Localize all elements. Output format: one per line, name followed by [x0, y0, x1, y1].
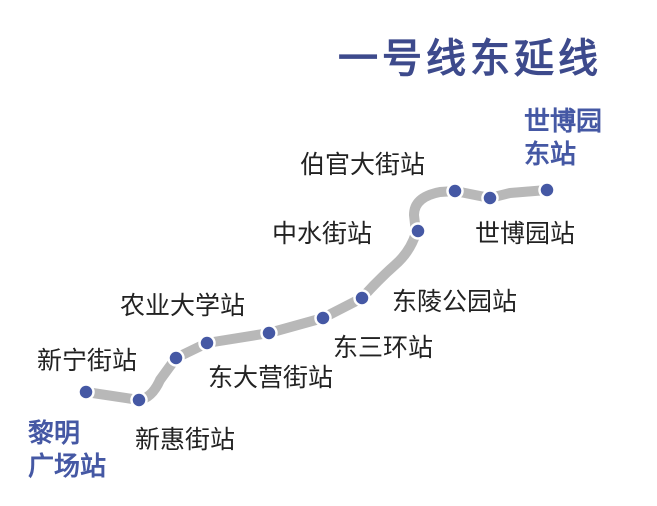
station-label-shiboyuan: 世博园站 [475, 219, 576, 248]
station-label-zhongshui-jie: 中水街站 [272, 219, 373, 248]
station-dot-xinhui-jie [130, 391, 148, 409]
station-dot-shiboyuan [481, 189, 499, 207]
terminal-east-line1: 世博园 [524, 107, 603, 137]
station-label-xinning-jie: 新宁街站 [37, 346, 138, 375]
station-label-boguan-dajie: 伯官大街站 [300, 150, 426, 179]
station-dot-dongling-gongyuan [353, 289, 371, 307]
station-dot-boguan-dajie [446, 182, 464, 200]
station-dot-zhongshui-jie [409, 222, 427, 240]
station-dot-shiboyuan-dong [538, 181, 556, 199]
station-label-dongling-gongyuan: 东陵公园站 [392, 287, 518, 316]
station-label-dongsanhuan: 东三环站 [333, 333, 434, 362]
terminal-east-label: 世博园 东站 [524, 106, 602, 171]
station-label-nongye-daxue: 农业大学站 [120, 291, 246, 320]
metro-line-track [81, 185, 552, 405]
station-label-dongdaying-jie: 东大营街站 [208, 363, 334, 392]
terminal-west-line2: 广场站 [28, 451, 107, 482]
station-dot-liming-guangchang [77, 383, 95, 401]
map-title: 一号线东延线 [338, 36, 602, 82]
station-dot-dongdaying-jie [260, 324, 278, 342]
terminal-west-label: 黎明 广场站 [28, 418, 106, 483]
station-dot-nongye-daxue [198, 334, 216, 352]
terminal-west-line1: 黎明 [28, 419, 81, 449]
station-label-xinhui-jie: 新惠街站 [135, 425, 236, 454]
station-dot-xinning-jie [167, 349, 185, 367]
station-dot-dongsanhuan [314, 309, 332, 327]
terminal-east-line2: 东站 [524, 139, 577, 170]
